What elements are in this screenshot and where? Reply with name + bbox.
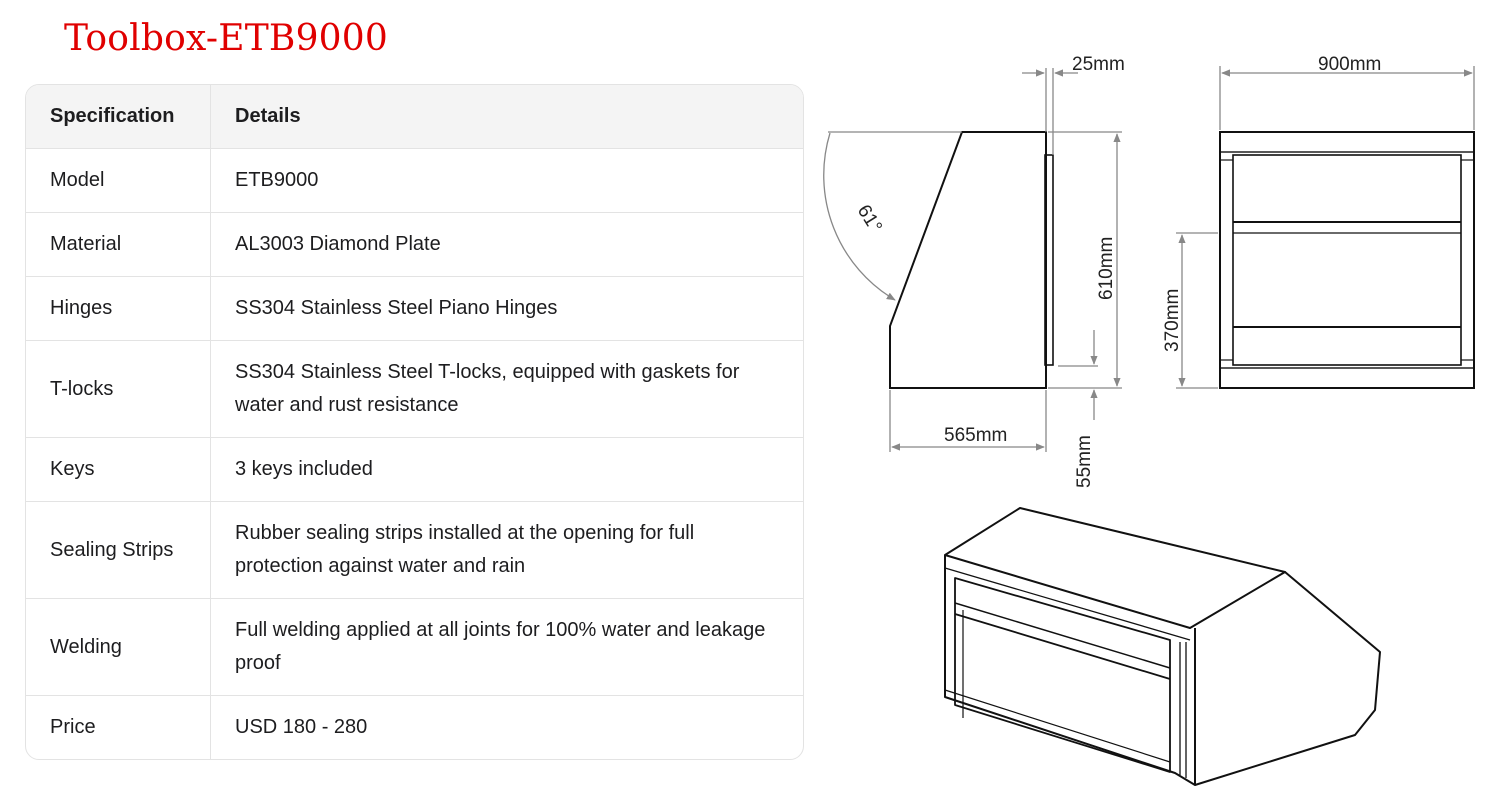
dimension-width: 900mm bbox=[1318, 54, 1381, 75]
dimension-height: 610mm bbox=[1096, 237, 1117, 300]
front-view-dimension-lines bbox=[1176, 66, 1475, 389]
spec-cell: Welding bbox=[26, 599, 211, 696]
details-cell: USD 180 - 280 bbox=[235, 716, 368, 738]
spec-cell: Model bbox=[26, 149, 211, 213]
table-row: Keys 3 keys included bbox=[26, 438, 803, 502]
spec-table: Specification Details Model ETB9000 Mate… bbox=[25, 84, 804, 760]
table-header-row: Specification Details bbox=[26, 85, 803, 149]
page-title: Toolbox-ETB9000 bbox=[64, 18, 388, 59]
details-cell: ETB9000 bbox=[211, 149, 803, 213]
table-row: Material AL3003 Diamond Plate bbox=[26, 213, 803, 277]
dimension-depth: 565mm bbox=[944, 425, 1007, 446]
spec-cell: Keys bbox=[26, 438, 211, 502]
details-cell: Full welding applied at all joints for 1… bbox=[211, 599, 803, 696]
details-cell: AL3003 Diamond Plate bbox=[211, 213, 803, 277]
details-cell: SS304 Stainless Steel Piano Hinges bbox=[211, 277, 803, 341]
spec-cell: Material bbox=[26, 213, 211, 277]
details-cell: Rubber sealing strips installed at the o… bbox=[211, 502, 803, 599]
header-details: Details bbox=[211, 85, 803, 149]
side-view-dimension-lines bbox=[823, 68, 1122, 452]
spec-cell: T-locks bbox=[26, 341, 211, 438]
spec-cell: Price bbox=[26, 696, 211, 759]
dimension-angle: 61° bbox=[853, 201, 886, 236]
details-cell: SS304 Stainless Steel T-locks, equipped … bbox=[211, 341, 803, 438]
side-view bbox=[889, 131, 1054, 389]
table-row: Price USD 180 - 280 bbox=[26, 696, 803, 759]
isometric-view bbox=[944, 507, 1381, 786]
header-specification: Specification bbox=[26, 85, 211, 149]
dimension-front-height: 370mm bbox=[1162, 289, 1183, 352]
table-row: Sealing Strips Rubber sealing strips ins… bbox=[26, 502, 803, 599]
table-row: Model ETB9000 bbox=[26, 149, 803, 213]
dimension-top-depth: 25mm bbox=[1072, 54, 1125, 75]
spec-cell: Hinges bbox=[26, 277, 211, 341]
details-cell: 3 keys included bbox=[211, 438, 803, 502]
table-row: T-locks SS304 Stainless Steel T-locks, e… bbox=[26, 341, 803, 438]
spec-cell: Sealing Strips bbox=[26, 502, 211, 599]
technical-drawing: 25mm 61° 610mm 565mm 55mm 900mm 370mm bbox=[823, 54, 1475, 786]
table-row: Welding Full welding applied at all join… bbox=[26, 599, 803, 696]
front-view bbox=[1219, 131, 1475, 389]
dimension-bottom: 55mm bbox=[1074, 435, 1095, 488]
table-row: Hinges SS304 Stainless Steel Piano Hinge… bbox=[26, 277, 803, 341]
